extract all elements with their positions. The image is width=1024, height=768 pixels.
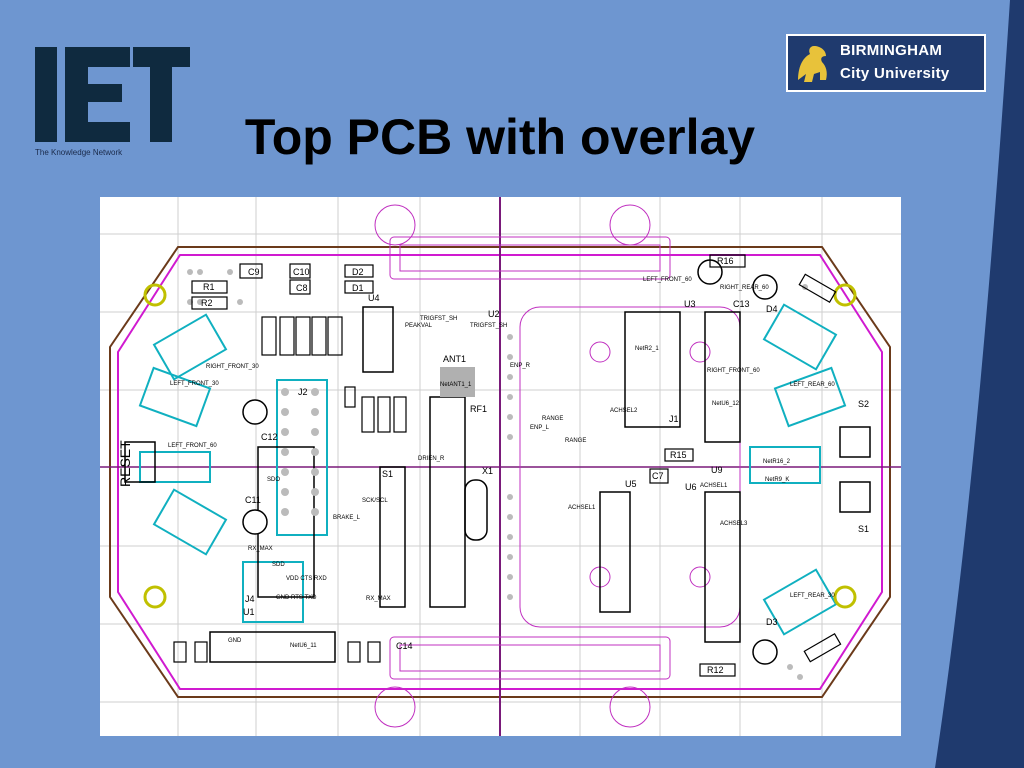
label-u4: U4	[368, 293, 380, 303]
label-u6: U6	[685, 482, 697, 492]
net-drien-r: DRIEN_R	[418, 456, 445, 462]
label-d2: D2	[352, 267, 364, 277]
label-rf1: RF1	[470, 404, 487, 414]
net-right-front-60: RIGHT_FRONT_60	[707, 368, 760, 374]
net-gnd: GND	[228, 638, 242, 644]
label-c7: C7	[652, 471, 664, 481]
label-r1: R1	[203, 282, 215, 292]
net-netant1-1: NetANT1_1	[440, 382, 472, 388]
net-right-front-30: RIGHT_FRONT_30	[206, 364, 259, 370]
label-x1: X1	[482, 466, 493, 476]
label-d4: D4	[766, 304, 778, 314]
label-s1: S1	[382, 469, 393, 479]
iet-tagline: The Knowledge Network	[35, 148, 123, 157]
label-u5: U5	[625, 479, 637, 489]
net-right-rear-60: RIGHT_REAR_60	[720, 285, 769, 291]
net-sdd: SDD	[272, 562, 285, 568]
net-netu6-11: NetU6_11	[290, 643, 317, 649]
bcu-logo: BIRMINGHAM City University	[786, 34, 986, 92]
net-netr2-1: NetR2_1	[635, 346, 659, 352]
net-sdo: SDO	[267, 477, 280, 483]
label-u9: U9	[711, 465, 723, 475]
net-enp-l: ENP_L	[530, 425, 550, 431]
label-c11: C11	[245, 495, 261, 505]
net-left-rear-30: LEFT_REAR_30	[790, 593, 835, 599]
label-c12: C12	[261, 432, 278, 442]
label-c10: C10	[293, 267, 310, 277]
label-j4: J4	[245, 594, 255, 604]
net-achsel1-b: ACHSEL1	[568, 505, 596, 511]
label-r12: R12	[707, 665, 724, 675]
net-achsel1: ACHSEL1	[700, 483, 728, 489]
pcb-layout-image: C9 C10 C8 D2 D1 R1 R2 R16 U4 U2 U3 C13 D…	[100, 197, 901, 736]
label-ant1: ANT1	[443, 354, 466, 364]
net-rx-max: RX_MAX	[248, 546, 273, 552]
net-left-rear-60: LEFT_REAR_60	[790, 382, 835, 388]
label-d3: D3	[766, 617, 778, 627]
label-c14: C14	[396, 641, 413, 651]
label-s2: S2	[858, 399, 869, 409]
label-r16: R16	[717, 256, 734, 266]
label-c9: C9	[248, 267, 260, 277]
net-left-front-60: LEFT_FRONT_60	[168, 443, 217, 449]
net-netr9-k: NetR9_K	[765, 477, 789, 483]
net-netu6-12: NetU6_12	[712, 401, 740, 407]
net-enp-r: ENP_R	[510, 363, 531, 369]
label-c13: C13	[733, 299, 750, 309]
net-peakval: PEAKVAL	[405, 323, 433, 329]
label-c8: C8	[296, 283, 308, 293]
lion-crest-icon	[792, 40, 834, 88]
net-achsel3: ACHSEL3	[720, 521, 748, 527]
label-j2: J2	[298, 387, 308, 397]
net-brake-l: BRAKE_L	[333, 515, 361, 521]
label-j1: J1	[669, 414, 679, 424]
bcu-line-1: BIRMINGHAM	[840, 42, 943, 59]
net-trigfst-sh: TRIGFST_SH	[420, 316, 457, 322]
slide-title: Top PCB with overlay	[244, 109, 756, 165]
net-trigfst-sh-b: TRIGFST_SH	[470, 323, 507, 329]
net-left-front-60-b: LEFT_FRONT_60	[643, 277, 692, 283]
net-netr16-2: NetR16_2	[763, 459, 791, 465]
iet-logo	[35, 47, 190, 142]
label-r15: R15	[670, 450, 687, 460]
net-achsel2: ACHSEL2	[610, 408, 638, 414]
net-left-front-30: LEFT_FRONT_30	[170, 381, 219, 387]
label-r2: R2	[201, 298, 213, 308]
label-u1: U1	[243, 607, 255, 617]
net-range-b: RANGE	[565, 438, 586, 444]
label-d1: D1	[352, 283, 364, 293]
bcu-line-2: City University	[840, 65, 950, 82]
net-cts-rts: GND RTS TXD	[276, 595, 317, 601]
net-range: RANGE	[542, 416, 563, 422]
pcb-drawing: C9 C10 C8 D2 D1 R1 R2 R16 U4 U2 U3 C13 D…	[100, 197, 901, 736]
label-reset: RESET	[117, 440, 133, 487]
net-rx-max-b: RX_MAX	[366, 596, 391, 602]
net-sck-scl: SCK/SCL	[362, 498, 388, 504]
label-u2: U2	[488, 309, 500, 319]
label-s1b: S1	[858, 524, 869, 534]
label-u3: U3	[684, 299, 696, 309]
net-vdd-cts: VDD CTS RXD	[286, 576, 327, 582]
